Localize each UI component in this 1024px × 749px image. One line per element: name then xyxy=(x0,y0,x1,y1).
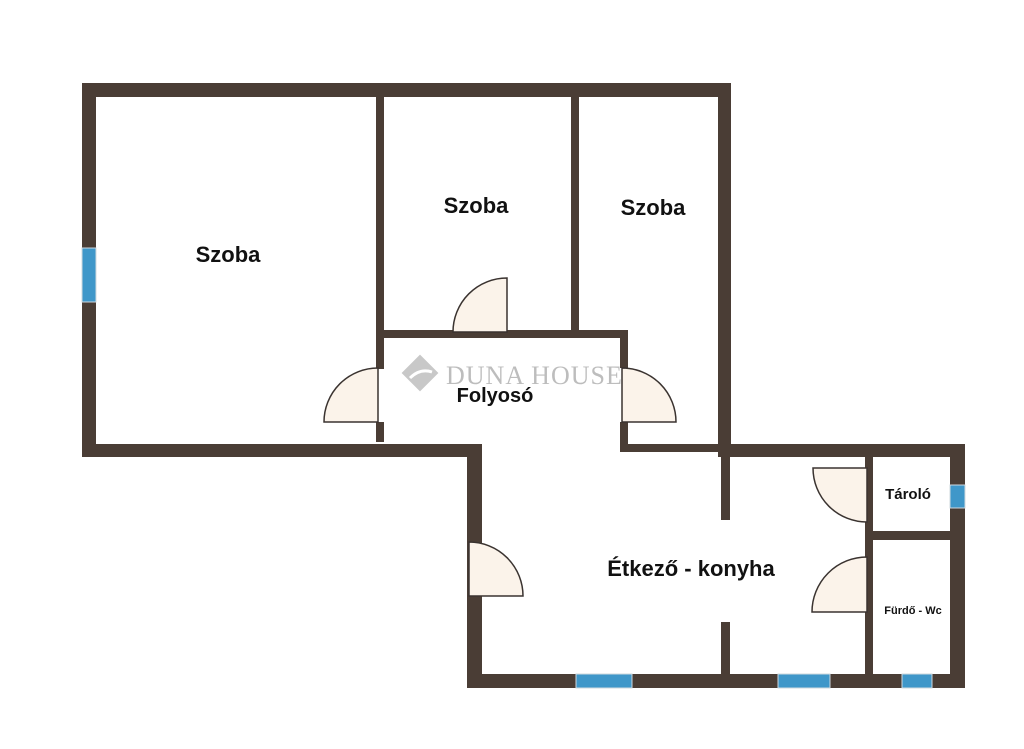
wall-room3-bottom xyxy=(620,444,720,452)
door-kitchen-entry xyxy=(468,541,524,597)
window-bottom-2 xyxy=(777,673,831,689)
doors xyxy=(323,277,868,613)
wall-room1-stub xyxy=(376,422,384,442)
door-room2 xyxy=(452,277,508,333)
wall-bottom xyxy=(467,674,965,688)
label-szoba-2: Szoba xyxy=(444,193,510,218)
wall-corridor-top xyxy=(384,330,628,338)
window-right xyxy=(949,484,966,509)
wall-corridor-right-lower xyxy=(620,422,628,452)
wall-right xyxy=(718,83,731,457)
door-bathroom xyxy=(811,556,868,613)
door-storage xyxy=(812,467,868,523)
label-folyoso: Folyosó xyxy=(457,385,534,407)
window-left xyxy=(81,247,97,303)
watermark: DUNA HOUSE xyxy=(401,354,623,392)
wall-storage-bath xyxy=(873,531,950,540)
window-bottom-1 xyxy=(575,673,633,689)
watermark-text: DUNA HOUSE xyxy=(446,361,623,390)
label-szoba-3: Szoba xyxy=(621,195,687,220)
wall-top xyxy=(82,83,731,97)
label-furdo-wc: Fürdő - Wc xyxy=(884,605,941,617)
wall-kitchen-partial-upper xyxy=(721,457,730,520)
wall-corridor-right-upper xyxy=(620,330,628,368)
wall-annex-right xyxy=(950,444,965,688)
windows xyxy=(81,247,966,689)
wall-room2-room3 xyxy=(571,97,579,334)
label-tarolo: Tároló xyxy=(885,486,931,503)
door-room1 xyxy=(323,367,379,423)
wall-annex-top xyxy=(718,444,965,457)
wall-room1-room2 xyxy=(376,97,384,369)
door-room3 xyxy=(621,367,677,423)
label-szoba-1: Szoba xyxy=(196,242,262,267)
window-bottom-3 xyxy=(901,673,933,689)
room-labels: Szoba Szoba Szoba Folyosó Étkező - konyh… xyxy=(196,193,942,617)
wall-kitchen-partial-lower xyxy=(721,622,730,674)
wall-kitchen-annex xyxy=(865,457,873,674)
wall-bottom-left xyxy=(82,444,482,457)
label-etkezo-konyha: Étkező - konyha xyxy=(607,556,775,581)
